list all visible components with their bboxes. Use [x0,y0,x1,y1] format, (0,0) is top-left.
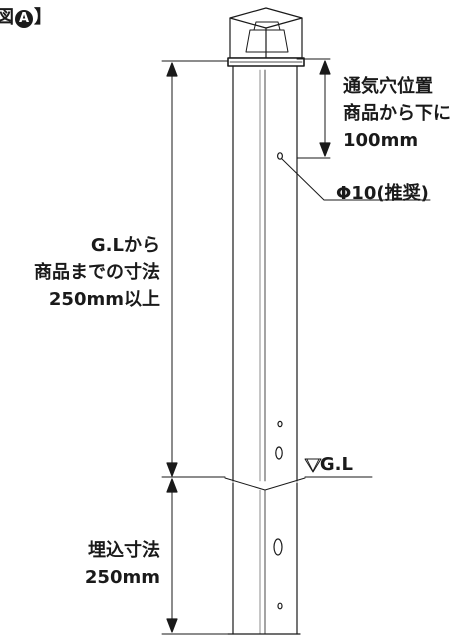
ground-line-label: ▽G.L [306,454,353,475]
figure-badge: A [15,10,33,28]
hole [273,538,283,556]
post-cap [227,7,305,67]
hole [275,446,283,460]
vent-position-label: 通気穴位置 商品から下に 100mm [343,76,451,151]
above-ground-label: G.Lから 商品までの寸法 250mm以上 [34,235,160,310]
vent-position-dimension [296,58,331,159]
hole [277,602,283,610]
post-body-upper [232,65,298,482]
vent-hole [277,152,284,160]
embed-depth-dimension [161,478,229,635]
above-ground-dimension [161,60,229,477]
post-body-lower [227,482,301,635]
post-holes [273,152,284,610]
hole [277,420,283,428]
embed-depth-label: 埋込寸法 250mm [84,540,160,588]
ground-level-line [161,458,373,478]
hole-leader [281,158,431,201]
hole-diameter-label: Φ10(推奨) [336,183,429,204]
